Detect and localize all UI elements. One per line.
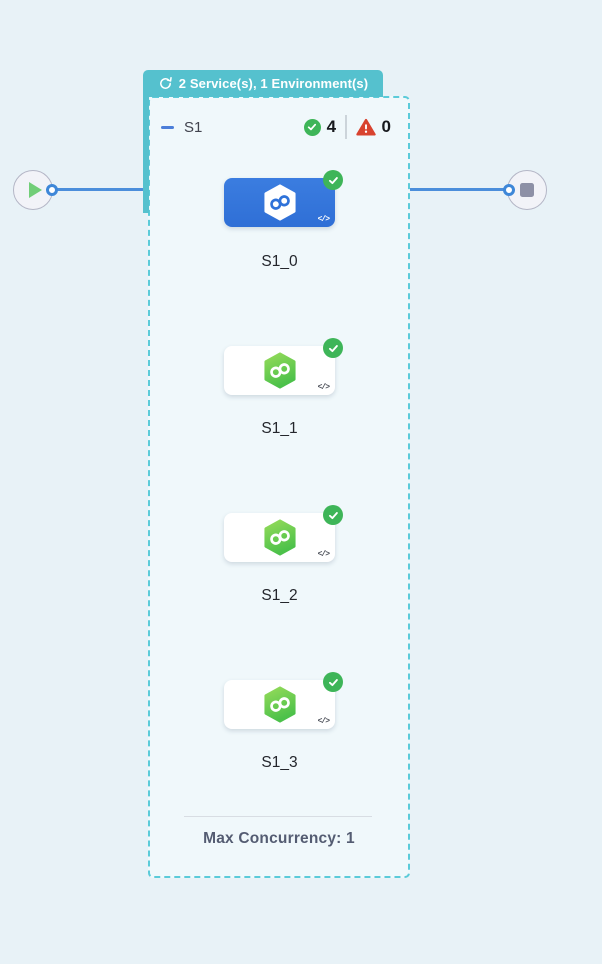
edge-start-to-stage (52, 188, 144, 191)
collapse-minus-icon[interactable] (161, 125, 174, 129)
stage-group-badge[interactable]: 2 Service(s), 1 Environment(s) (143, 70, 383, 97)
code-icon: </> (317, 383, 330, 392)
group-badge-label: 2 Service(s), 1 Environment(s) (178, 76, 369, 91)
code-icon: </> (317, 215, 330, 224)
harness-service-icon (263, 352, 296, 389)
footer-divider (184, 816, 372, 817)
harness-service-icon (263, 184, 296, 221)
harness-service-icon (263, 519, 296, 556)
service-node-label: S1_1 (261, 420, 298, 437)
service-node-card[interactable]: </> (224, 170, 343, 227)
service-node-label: S1_3 (261, 754, 298, 771)
stop-icon (520, 183, 534, 197)
success-count: 4 (326, 117, 337, 136)
service-node-card[interactable]: </> (224, 505, 343, 562)
code-icon: </> (317, 550, 330, 559)
harness-service-icon (263, 686, 296, 723)
stage-status-counts: 4 0 (303, 115, 391, 139)
code-icon: </> (317, 717, 330, 726)
success-badge-icon (323, 170, 343, 190)
stage-selection-bar (143, 96, 149, 213)
success-check-icon (303, 118, 321, 136)
success-badge-icon (323, 505, 343, 525)
cycle-icon (159, 77, 172, 89)
stage-header[interactable]: S1 4 0 (161, 112, 391, 142)
end-node-port (503, 184, 515, 196)
stage-title: S1 (161, 119, 202, 136)
play-icon (28, 182, 42, 198)
start-node-port (46, 184, 58, 196)
service-node-card[interactable]: </> (224, 338, 343, 395)
failure-warning-icon (355, 118, 376, 136)
service-node-label: S1_2 (261, 587, 298, 604)
max-concurrency-label: Max Concurrency: 1 (203, 830, 355, 847)
failure-count: 0 (381, 117, 391, 136)
service-node-card[interactable]: </> (224, 672, 343, 729)
success-badge-icon (323, 672, 343, 692)
service-node-label: S1_0 (261, 253, 298, 270)
edge-stage-to-end (409, 188, 509, 191)
count-divider (345, 115, 347, 139)
success-badge-icon (323, 338, 343, 358)
stage-name-label: S1 (184, 118, 203, 136)
